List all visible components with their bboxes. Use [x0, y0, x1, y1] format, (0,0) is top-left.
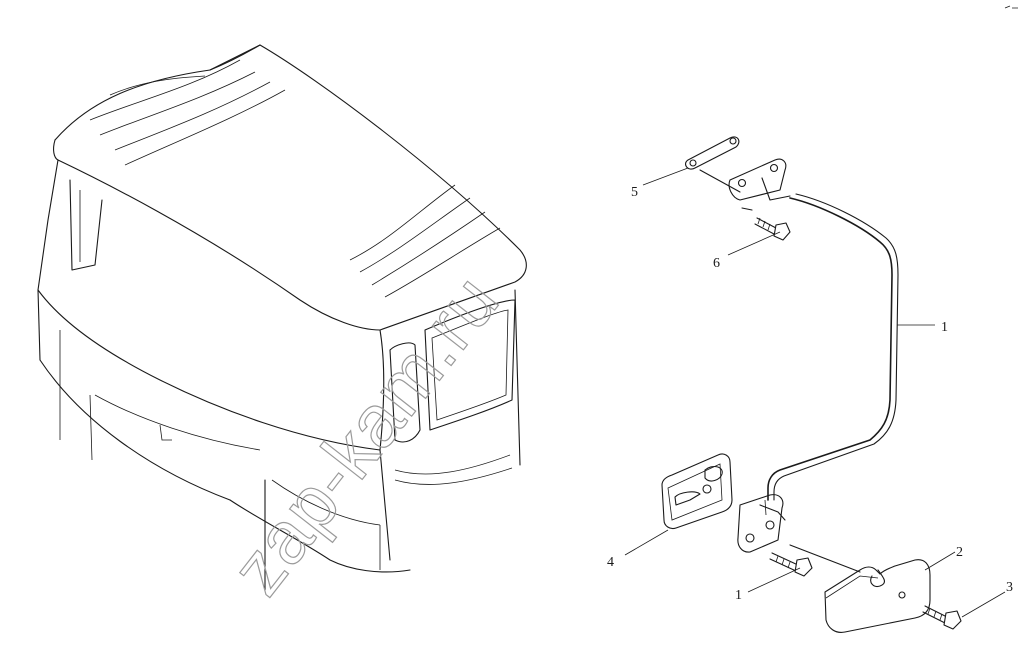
- truck-cab: [37, 44, 527, 591]
- part-1-rod: [767, 193, 899, 501]
- lower-bracket: [737, 494, 786, 553]
- callout-1-lower: 1: [735, 588, 742, 603]
- callout-4: 4: [607, 555, 614, 570]
- part-5-link: [685, 136, 740, 170]
- part-3-bolt: [922, 605, 962, 630]
- upper-bracket: [699, 158, 791, 201]
- corner-mark: [1004, 5, 1018, 9]
- leader-lines: [624, 167, 1006, 618]
- part-6-bolt: [741, 207, 791, 241]
- part-2-block: [789, 544, 931, 633]
- part-4-plate: [661, 453, 733, 530]
- watermark-text: zap-kam.ru: [215, 259, 514, 610]
- callout-1-upper: 1: [941, 320, 948, 335]
- callout-5: 5: [631, 185, 638, 200]
- callout-labels: 5 6 1 4 1 2 3: [607, 185, 1013, 603]
- callout-6: 6: [713, 256, 720, 271]
- callout-2: 2: [956, 545, 963, 560]
- callout-3: 3: [1006, 580, 1013, 595]
- part-1-bolt: [769, 552, 813, 577]
